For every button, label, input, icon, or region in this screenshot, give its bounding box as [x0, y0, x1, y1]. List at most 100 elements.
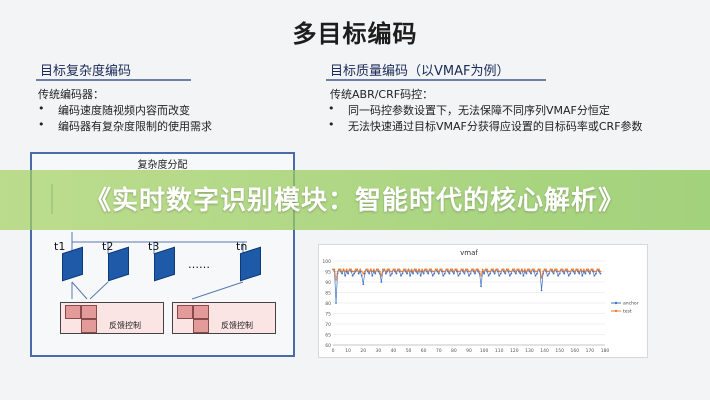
data-point-test — [404, 268, 407, 271]
data-point-test — [353, 270, 356, 273]
data-point-anchor — [492, 270, 495, 273]
data-point-anchor — [347, 272, 350, 275]
data-point-test — [452, 270, 455, 273]
data-point-test — [545, 268, 547, 271]
data-point-anchor — [462, 270, 464, 273]
data-point-test — [540, 276, 543, 279]
data-point-anchor — [362, 283, 365, 285]
data-point-test — [418, 268, 421, 271]
data-point-test — [403, 268, 405, 271]
data-point-test — [522, 270, 525, 273]
data-point-test — [519, 270, 522, 273]
left-bullet-2: 编码器有复杂度限制的使用需求 — [38, 118, 212, 134]
data-point-anchor — [374, 272, 377, 275]
data-point-test — [448, 270, 451, 273]
x-tick-label: 120 — [510, 348, 519, 354]
data-point-test — [587, 268, 590, 271]
data-point-anchor — [344, 274, 346, 277]
x-tick-label: 80 — [451, 348, 457, 354]
data-point-anchor — [335, 302, 337, 304]
data-point-test — [377, 268, 380, 271]
data-point-test — [369, 268, 372, 271]
y-tick-label: 60 — [325, 343, 331, 349]
frame-label-t2: t2 — [102, 240, 114, 253]
legend-marker-test — [614, 309, 618, 313]
data-point-anchor — [557, 274, 560, 277]
data-point-anchor — [456, 270, 458, 273]
data-point-anchor — [394, 270, 396, 273]
data-point-test — [501, 268, 504, 271]
frame-label-t1: t1 — [54, 240, 66, 253]
data-point-test — [431, 270, 434, 273]
data-point-test — [487, 270, 490, 273]
data-point-test — [576, 268, 579, 271]
data-point-test — [524, 268, 526, 271]
data-point-anchor — [452, 272, 455, 275]
data-point-test — [567, 270, 570, 273]
data-point-test — [534, 270, 537, 273]
data-point-anchor — [510, 272, 513, 275]
data-point-test — [557, 270, 560, 273]
data-point-test — [478, 270, 481, 273]
data-point-test — [563, 270, 566, 273]
data-point-test — [454, 268, 457, 271]
data-point-anchor — [372, 270, 375, 273]
data-point-test — [406, 270, 408, 273]
data-point-test — [332, 268, 334, 271]
data-point-test — [536, 270, 538, 273]
data-point-test — [588, 270, 591, 273]
data-point-test — [410, 268, 413, 271]
data-point-test — [466, 268, 469, 271]
data-point-anchor — [573, 272, 576, 275]
data-point-anchor — [528, 270, 531, 273]
connector-line — [191, 281, 244, 300]
data-point-test — [463, 270, 466, 273]
data-point-anchor — [496, 270, 499, 273]
data-point-test — [555, 268, 558, 271]
frame-label-tn: tn — [236, 240, 248, 253]
data-point-anchor — [425, 270, 428, 273]
data-point-test — [375, 268, 378, 271]
data-point-anchor — [578, 272, 581, 275]
data-point-test — [401, 270, 404, 273]
data-point-test — [422, 270, 425, 273]
data-point-anchor — [536, 272, 538, 275]
data-point-test — [457, 270, 460, 273]
data-point-test — [437, 270, 440, 273]
y-tick-label: 70 — [325, 322, 331, 328]
data-point-test — [333, 268, 336, 271]
data-point-test — [359, 268, 362, 271]
data-point-test — [460, 268, 463, 271]
data-point-test — [372, 268, 375, 271]
data-point-test — [391, 270, 393, 273]
y-tick-label: 75 — [325, 312, 331, 318]
data-point-anchor — [595, 272, 597, 275]
data-point-test — [564, 268, 567, 271]
y-tick-label: 85 — [325, 291, 331, 297]
data-point-test — [412, 270, 414, 273]
data-point-test — [395, 270, 398, 273]
data-point-anchor — [443, 272, 446, 275]
data-point-test — [542, 270, 544, 273]
y-tick-label: 65 — [325, 333, 331, 339]
data-point-test — [498, 270, 501, 273]
data-point-anchor — [353, 272, 356, 275]
data-point-anchor — [446, 270, 449, 273]
data-point-test — [566, 268, 569, 271]
data-point-anchor — [576, 270, 579, 273]
data-point-test — [419, 270, 422, 273]
right-bullet-1: 同一码控参数设置下，无法保障不同序列VMAF分恒定 — [328, 102, 610, 118]
data-point-anchor — [359, 270, 362, 273]
diagram-title: 复杂度分配 — [137, 160, 188, 171]
data-point-test — [389, 270, 392, 273]
data-point-test — [342, 268, 345, 271]
data-point-test — [528, 268, 531, 271]
data-point-anchor — [360, 274, 363, 277]
feedback-cell — [193, 305, 209, 319]
data-point-test — [513, 268, 516, 271]
data-point-anchor — [468, 274, 470, 277]
x-tick-label: 170 — [586, 348, 595, 354]
data-point-test — [400, 270, 402, 273]
data-point-anchor — [489, 272, 492, 275]
